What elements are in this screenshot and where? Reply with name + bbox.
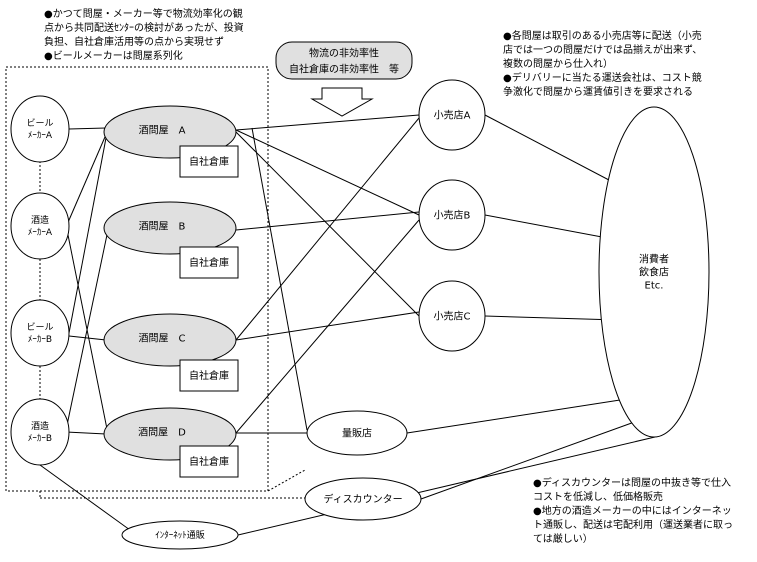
retailer-b [418,179,486,251]
wholesaler-d-label: 酒問屋 D [138,427,186,439]
line-beerB-wsC [68,335,107,341]
note-top-left: ●かつて問屋・メーカー等で物流効率化の観 点から共同配送ｾﾝﾀｰの検討があったが… [44,9,244,62]
line-wsA-retailA [235,114,420,131]
wholesaler-a [103,105,237,159]
callout-line2: 自社倉庫の非効率性 等 [289,63,399,76]
line-sakeA-wsA [65,129,109,228]
internet-sales-label: ｲﾝﾀｰﾈｯﾄ通販 [155,529,205,541]
internet-sales [121,520,239,550]
line-discounter-consumer [420,419,641,500]
line-mass-consumer [406,399,621,434]
sake-maker-b [10,398,70,466]
wholesaler-b-warehouse-label: 自社倉庫 [189,256,229,269]
beer-maker-b [10,299,70,367]
consumer [598,106,710,438]
line-sakeB-internet [39,464,131,531]
discounter [304,477,422,521]
line-retailB-consumer [484,214,619,241]
wholesaler-c [103,313,237,367]
line-wsA-retailC [235,131,420,317]
retailer-a [418,79,486,151]
line-wsB-retailB [235,211,420,231]
line-wsD-retailB [235,219,420,434]
line-retailA-consumer [484,114,629,191]
line-wsC-retailA [235,117,420,341]
wholesaler-b-warehouse [179,246,239,279]
line-sakeB-wsB [65,229,109,431]
wholesaler-c-warehouse [179,359,239,392]
retailer-a-label: 小売店A [434,109,471,122]
wholesaler-b-label: 酒問屋 B [139,221,186,233]
beer-maker-a-label: ビールﾒｰｶｰA [26,118,53,141]
line-retailC-consumer [484,315,619,321]
line-beerA-wsA [68,127,107,130]
dotted-connector-3 [267,469,306,492]
note-bottom-right: ●ディスカウンターは問屋の中抜き等で仕入 コストを低減し、低価格販売 ●地方の酒… [533,478,733,545]
manufacturer-group-boundary [5,66,269,492]
beer-maker-b-label: ビールﾒｰｶｰB [26,322,53,345]
wholesaler-b [103,201,237,255]
line-internet-consumer [237,436,656,536]
sake-maker-a [10,192,70,260]
retailer-c [418,280,486,352]
down-arrow-icon [310,87,374,117]
wholesaler-d-warehouse [179,445,239,478]
mass-retailer-label: 量販店 [342,427,372,440]
line-beerB-wsA [68,137,107,334]
callout-line1: 物流の非効率性 [309,47,379,60]
line-wsA-retailB [235,129,420,216]
wholesaler-d-warehouse-label: 自社倉庫 [189,455,229,468]
retailer-b-label: 小売店B [434,209,471,222]
callout-box [275,41,413,80]
sake-maker-b-label: 酒造ﾒｰｶｰB [28,420,52,444]
wholesaler-c-warehouse-label: 自社倉庫 [189,369,229,382]
beer-maker-a [10,95,70,163]
discounter-label: ディスカウンター [323,493,402,506]
sake-maker-a-label: 酒造ﾒｰｶｰA [28,214,53,238]
line-sakeB-wsD [65,431,107,435]
retailer-c-label: 小売店C [434,310,471,323]
line-wsA-mass [251,127,308,431]
wholesaler-a-label: 酒問屋 A [139,125,186,137]
note-top-right: ●各問屋は取引のある小売店等に配送（小売 店では一つの問屋だけでは品揃えが出来ず… [503,31,703,98]
wholesaler-a-warehouse [179,145,239,178]
mass-retailer [306,410,408,456]
wholesaler-a-warehouse-label: 自社倉庫 [189,155,229,168]
wholesaler-c-label: 酒問屋 C [139,333,186,345]
